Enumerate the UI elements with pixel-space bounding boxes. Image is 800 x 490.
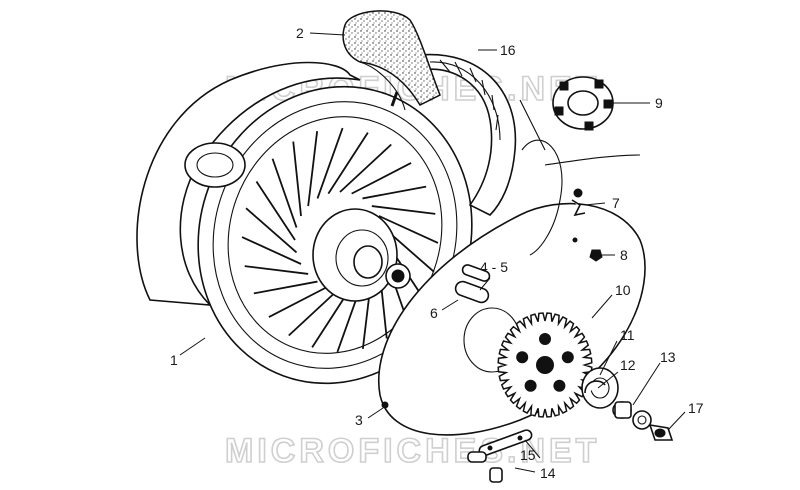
callout-labels: 1 2 3 4 - 5 6 7 8 9 10 11 12 13 14 15 16… xyxy=(170,25,704,481)
leader-lines xyxy=(179,32,686,473)
spoke xyxy=(253,280,318,295)
wheel-hub xyxy=(312,208,411,302)
watermark-bottom: MICROFICHES.NET xyxy=(225,432,600,470)
callout-1: 1 xyxy=(170,352,178,368)
sprocket-hole xyxy=(553,379,566,392)
callout-9: 9 xyxy=(655,95,663,111)
callout-10: 10 xyxy=(615,282,631,298)
sprocket-center-bore xyxy=(536,356,554,374)
callout-15: 15 xyxy=(520,447,536,463)
spoke xyxy=(255,180,296,241)
inner-tube xyxy=(342,10,441,111)
spoke xyxy=(307,130,319,207)
spoke xyxy=(292,141,302,217)
callout-2: 2 xyxy=(296,25,304,41)
tire xyxy=(419,53,517,216)
spoke xyxy=(288,287,341,337)
callout-6: 6 xyxy=(430,305,438,321)
spoke xyxy=(244,265,309,275)
callout-17: 17 xyxy=(688,400,704,416)
spoke xyxy=(351,162,412,195)
spoke xyxy=(271,158,298,228)
callout-11: 11 xyxy=(620,327,635,343)
cush-drive-rubber xyxy=(552,76,614,131)
callout-7: 7 xyxy=(612,195,620,211)
callout-12: 12 xyxy=(620,357,636,373)
sprocket-hole xyxy=(524,379,537,392)
spoke xyxy=(362,185,427,200)
spoke xyxy=(268,285,329,318)
chain-master-link xyxy=(467,429,533,483)
hub-boss xyxy=(184,142,246,188)
callout-3: 3 xyxy=(355,412,363,428)
sprocket-hole xyxy=(561,351,574,364)
callout-13: 13 xyxy=(660,349,676,365)
sprocket-hole xyxy=(516,351,529,364)
rear-sprocket xyxy=(497,312,593,418)
spoke xyxy=(241,236,302,265)
spoke xyxy=(316,127,344,199)
callout-8: 8 xyxy=(620,247,628,263)
sprocket-hole xyxy=(539,333,551,345)
callout-14: 14 xyxy=(540,465,556,481)
spoke xyxy=(378,215,439,244)
screw-and-nut xyxy=(571,188,603,262)
axle-components xyxy=(581,367,674,441)
spoke xyxy=(327,132,369,195)
callout-16: 16 xyxy=(500,42,516,58)
spoke xyxy=(339,143,392,193)
callout-4-5: 4 - 5 xyxy=(480,259,508,275)
spoke xyxy=(245,207,298,254)
spacer-bushing xyxy=(454,264,491,304)
spoke xyxy=(371,205,436,215)
clip-part xyxy=(381,401,389,409)
